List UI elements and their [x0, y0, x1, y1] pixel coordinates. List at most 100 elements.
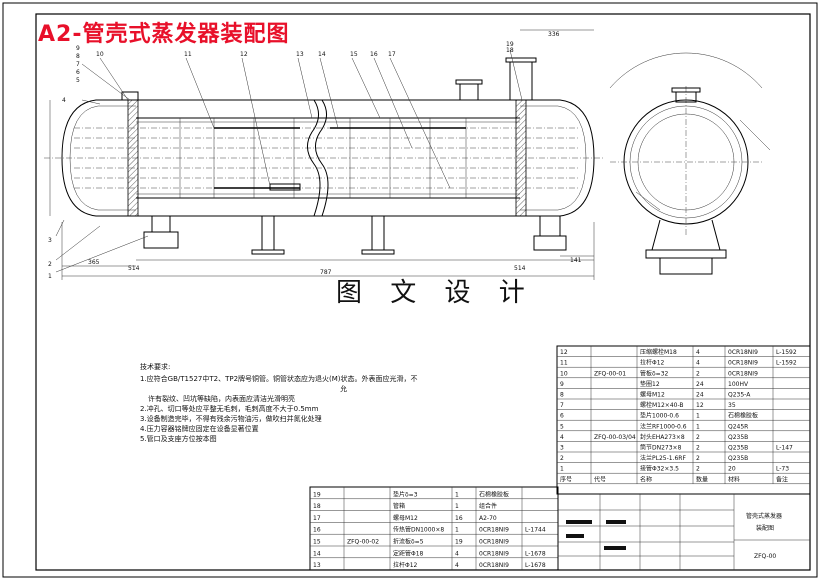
table-cell: 1	[455, 527, 459, 534]
table-cell: 4	[696, 360, 700, 367]
table-cell: L-147	[776, 445, 793, 452]
tech-req-heading: 技术要求:	[140, 363, 171, 371]
table-cell: 2	[696, 466, 700, 473]
table-cell: 0CR18NI9	[479, 550, 509, 557]
dim-514-left: 514	[128, 265, 140, 272]
tech-req-item: 5.管口及支座方位按本图	[140, 435, 217, 443]
leader-19: 19	[506, 41, 514, 48]
drawing-title: A2-管壳式蒸发器装配图	[38, 22, 290, 47]
leader-13: 13	[296, 51, 304, 58]
table-cell: 8	[560, 392, 564, 399]
drawing-name-line1: 管壳式蒸发器	[746, 512, 782, 520]
table-cell: 4	[560, 434, 564, 441]
tech-req-item: 允	[340, 385, 347, 393]
table-cell: 组合件	[479, 502, 497, 510]
title-block	[557, 493, 811, 571]
table-cell: Q235B	[728, 434, 748, 441]
tech-req-item: 2.冲孔、切口等处应平整无毛刺，毛刺高度不大于0.5mm	[140, 405, 319, 413]
table-cell: 压缩螺栓M18	[640, 348, 677, 356]
leader-14: 14	[318, 51, 326, 58]
table-cell: 0CR18NI9	[479, 527, 509, 534]
dim-787: 787	[320, 269, 332, 276]
table-cell: 9	[560, 381, 564, 388]
table-cell: 接管Φ32×3.5	[640, 465, 679, 473]
table-cell: 0CR18NI9	[479, 539, 509, 546]
table-cell: 4	[696, 349, 700, 356]
leader-16: 16	[370, 51, 378, 58]
table-cell: 1	[696, 423, 700, 430]
leader-3: 3	[48, 237, 52, 244]
table-cell: 6	[560, 413, 564, 420]
leader-6: 6	[76, 69, 80, 76]
dim-514-right: 514	[514, 265, 526, 272]
leader-7: 7	[76, 61, 80, 68]
table-header-cell: 名称	[640, 475, 652, 483]
table-cell: 1	[455, 491, 459, 498]
table-cell: 2	[696, 370, 700, 377]
table-cell: 19	[455, 539, 463, 546]
leader-18: 18	[506, 47, 514, 54]
dim-141: 141	[570, 257, 582, 264]
table-cell: 垫片δ=3	[393, 490, 418, 498]
table-cell: 2	[560, 455, 564, 462]
table-cell: 13	[313, 562, 321, 569]
leaders	[55, 49, 523, 273]
table-cell: 石棉橡胶板	[479, 490, 509, 498]
table-cell: 封头EHA273×8	[640, 433, 685, 441]
table-cell: 2	[696, 445, 700, 452]
table-cell: L-1678	[525, 550, 546, 557]
table-header-cell: 代号	[594, 475, 606, 483]
table-cell: 35	[728, 402, 736, 409]
table-cell: 14	[313, 550, 321, 557]
table-cell: 19	[313, 491, 321, 498]
table-cell: 定距管Φ18	[393, 549, 424, 557]
table-header-cell: 序号	[560, 475, 572, 483]
table-cell: 石棉橡胶板	[728, 412, 758, 420]
table-cell: 0CR18NI9	[728, 360, 758, 367]
table-cell: 18	[313, 503, 321, 510]
table-cell: 1	[455, 503, 459, 510]
leader-15: 15	[350, 51, 358, 58]
table-cell: 0CR18NI9	[479, 562, 509, 569]
table-cell: 24	[696, 381, 704, 388]
table-cell: 12	[560, 349, 568, 356]
drawing-number: ZFQ-00	[754, 553, 776, 560]
table-cell: ZFQ-00-03/04	[594, 434, 636, 441]
table-cell: L-1744	[525, 527, 546, 534]
tech-req-item: 1.应符合GB/T1527中T2、TP2牌号铜管。铜管状态应为退火(M)状态。外…	[140, 375, 418, 383]
table-cell: 法兰RF1000-0.6	[640, 422, 687, 430]
table-cell: 5	[560, 423, 564, 430]
drawing-name-line2: 装配图	[756, 524, 774, 532]
table-cell: 管箱	[393, 502, 405, 510]
table-cell: 15	[313, 539, 321, 546]
leader-17: 17	[388, 51, 396, 58]
table-cell: 管板δ=32	[640, 369, 669, 377]
leader-8: 8	[76, 53, 80, 60]
table-cell: L-1678	[525, 562, 546, 569]
table-cell: 100HV	[728, 381, 749, 388]
tech-req-item: 3.设备制造完毕，不得有残余污物油污，做吹扫并氮化处理	[140, 415, 322, 423]
table-cell: 法兰PL25-1.6RF	[640, 454, 686, 462]
table-cell: 24	[696, 392, 704, 399]
table-cell: 12	[696, 402, 704, 409]
leader-5: 5	[76, 77, 80, 84]
table-cell: 7	[560, 402, 564, 409]
leader-11: 11	[184, 51, 192, 58]
technical-requirements: 技术要求: 1.应符合GB/T1527中T2、TP2牌号铜管。铜管状态应为退火(…	[140, 362, 470, 444]
dim-365: 365	[88, 259, 100, 266]
table-cell: 20	[728, 466, 736, 473]
table-header-cell: 备注	[776, 475, 788, 483]
table-cell: L-1592	[776, 349, 797, 356]
table-cell: Q235B	[728, 445, 748, 452]
dim-336: 336	[548, 31, 560, 38]
table-cell: 4	[455, 562, 459, 569]
table-cell: Q245R	[728, 423, 748, 430]
table-cell: 0CR18NI9	[728, 349, 758, 356]
table-cell: A2-70	[479, 515, 497, 522]
tech-req-item: 许有裂纹、凹坑等缺陷，内表面应清洁光滑明亮	[148, 395, 295, 403]
table-cell: 拉杆Φ12	[393, 561, 418, 569]
leader-9: 9	[76, 45, 80, 52]
